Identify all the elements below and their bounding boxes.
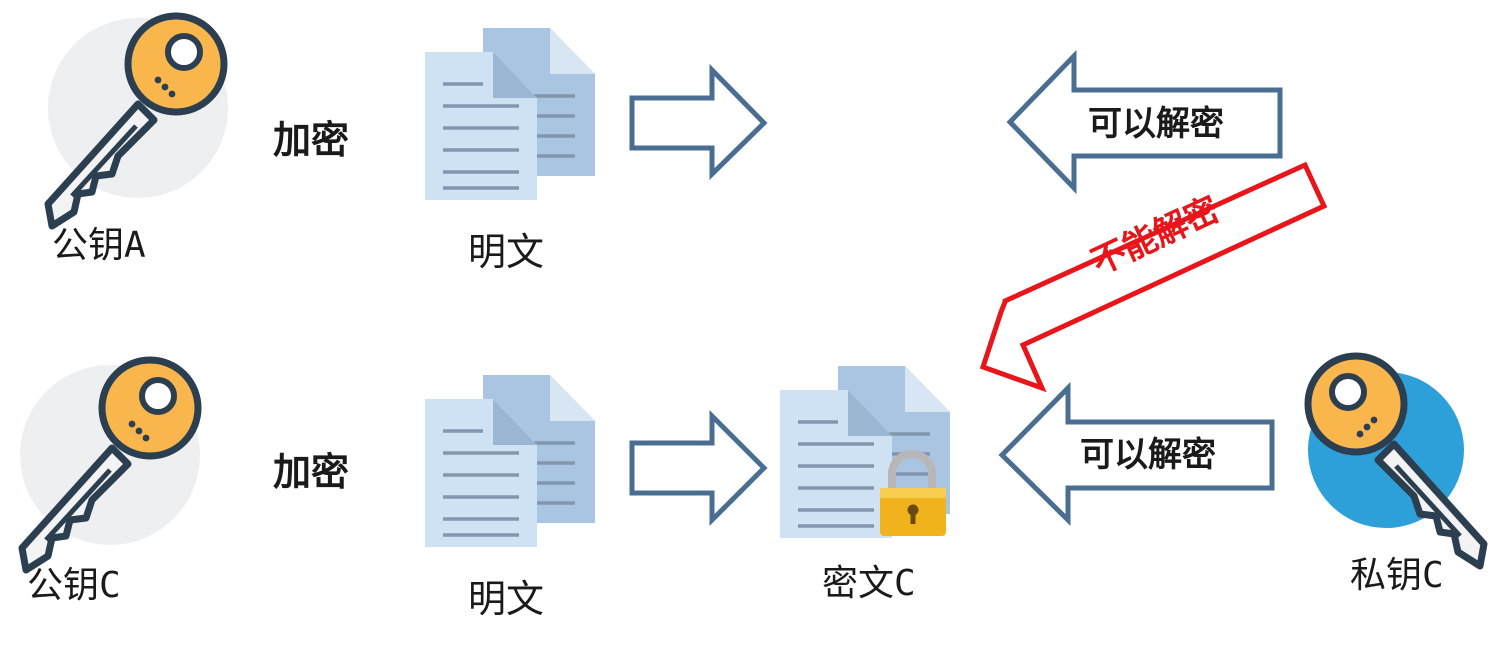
public-key-c-label: 公钥C: [27, 565, 121, 606]
private-key-c-label: 私钥C: [1350, 555, 1444, 596]
can-decrypt-label-row1: 可以解密: [1088, 104, 1224, 144]
public-key-c-icon: [20, 360, 200, 570]
plaintext-document-icon-row1: [423, 26, 597, 202]
ciphertext-label: 密文C: [822, 563, 916, 604]
can-decrypt-arrow-row2: [998, 381, 1275, 526]
can-decrypt-label-row2: 可以解密: [1080, 435, 1216, 475]
plaintext-label-row1: 明文: [468, 230, 545, 274]
plaintext-document-icon-row2: [423, 373, 597, 549]
encrypt-arrow-row2: [629, 409, 768, 527]
plaintext-label-row2: 明文: [468, 577, 545, 621]
encrypt-label-row1: 加密: [273, 118, 350, 162]
encrypt-label-row2: 加密: [273, 450, 350, 494]
cannot-decrypt-arrow: [979, 161, 1328, 393]
ciphertext-document-icon: [778, 364, 952, 540]
public-key-a-icon: [48, 16, 228, 226]
private-key-c-icon: [1308, 356, 1484, 566]
padlock-icon: [880, 450, 946, 536]
public-key-a-label: 公钥A: [52, 225, 146, 266]
can-decrypt-arrow-row1: [1006, 49, 1283, 195]
encrypt-arrow-row1: [629, 63, 768, 180]
